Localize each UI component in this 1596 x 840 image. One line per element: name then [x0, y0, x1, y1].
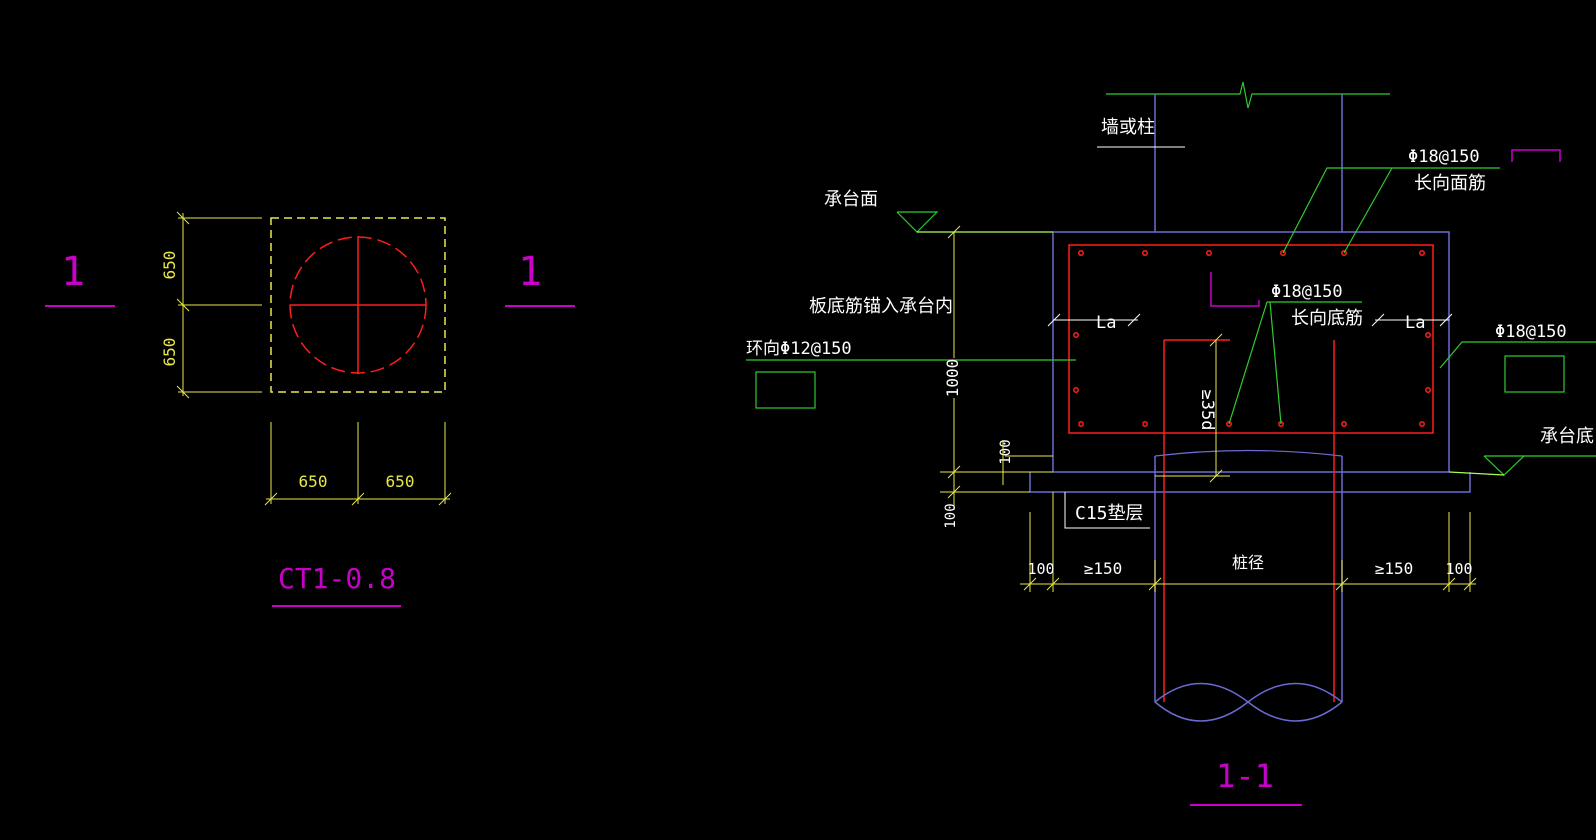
top-rebar-spec: Φ18@150	[1408, 147, 1480, 167]
dim-plan-bottom-650: 650	[160, 338, 179, 367]
dim-edge-left-100: 100	[1027, 560, 1054, 578]
anchor-left-label: La	[1096, 313, 1116, 333]
top-rebar-leader-2	[1343, 167, 1393, 254]
section-title: 1-1	[1216, 757, 1274, 795]
anchor-right-label: La	[1405, 313, 1425, 333]
dim-cover-100: 100	[998, 439, 1014, 464]
dim-offset-left-150: ≥150	[1084, 559, 1123, 578]
top-rebar-name: 长向面筋	[1414, 173, 1486, 194]
column-break-line	[1106, 81, 1390, 109]
plan-horizontal-dimension	[264, 422, 452, 506]
rebar-cage[interactable]	[1068, 244, 1434, 434]
c15-pad-label: C15垫层	[1075, 503, 1144, 524]
side-rebar-box	[1504, 355, 1565, 393]
section-view: 墙或柱 承台面	[746, 81, 1596, 806]
pile-diameter-label: 桩径	[1232, 553, 1264, 572]
hoop-rebar-label: 环向Φ12@150	[746, 339, 852, 359]
side-rebar-leader	[1439, 341, 1596, 369]
top-rebar-dots	[1078, 250, 1425, 256]
anchor-right-mark	[1371, 313, 1453, 327]
top-rebar-tag	[1511, 149, 1561, 162]
bottom-rebar-leader-1	[1228, 301, 1268, 425]
dim-plan-left-650: 650	[299, 472, 328, 491]
c15-pad-leader	[1064, 492, 1150, 529]
bottom-rebar-name: 长向底筋	[1291, 308, 1363, 329]
bottom-rebar-spec: Φ18@150	[1271, 282, 1343, 302]
pile-cap-section[interactable]	[1052, 231, 1450, 473]
height-dimension	[940, 225, 1053, 510]
hoop-rebar-box	[755, 371, 816, 409]
bottom-rebar-dots	[1078, 421, 1425, 427]
dim-pad-100: 100	[943, 503, 959, 528]
top-rebar-leader-1	[1282, 167, 1500, 254]
side-rebar-spec: Φ18@150	[1495, 322, 1567, 342]
pile-top-break	[1154, 449, 1343, 457]
plan-view: 1 1 650 650	[45, 211, 575, 607]
bottom-rebar-tag	[1210, 272, 1260, 307]
section-mark-left: 1	[45, 249, 115, 307]
cap-bottom-elevation-mark	[1483, 455, 1526, 476]
embed-dim-label: ≥35d	[1197, 390, 1217, 431]
cap-bottom-label: 承台底	[1540, 426, 1594, 447]
dim-plan-top-650: 650	[160, 251, 179, 280]
c15-pad-outline[interactable]	[1029, 472, 1471, 493]
bottom-rebar-leader-2	[1269, 301, 1282, 425]
dim-plan-right-650: 650	[386, 472, 415, 491]
plan-title: CT1-0.8	[278, 562, 396, 595]
dim-height-1000: 1000	[943, 359, 962, 398]
cap-top-elevation-mark	[896, 211, 939, 233]
slab-anchor-label: 板底筋锚入承台内	[809, 296, 953, 317]
wall-column-label: 墙或柱	[1101, 117, 1155, 138]
section-mark-right-label: 1	[518, 249, 542, 295]
bottom-dimension-chain	[1020, 492, 1477, 592]
dim-offset-right-150: ≥150	[1375, 559, 1414, 578]
dim-edge-right-100: 100	[1445, 560, 1472, 578]
section-mark-right: 1	[505, 249, 575, 307]
section-mark-left-label: 1	[61, 249, 85, 295]
pile-bottom-break-2	[1154, 682, 1343, 722]
cap-top-label: 承台面	[824, 189, 878, 210]
plan-vertical-dimension	[176, 211, 262, 399]
anchor-left-mark	[1047, 313, 1141, 327]
side-rebar-dots	[1073, 332, 1431, 393]
pile-cap-outline[interactable]	[270, 217, 446, 393]
